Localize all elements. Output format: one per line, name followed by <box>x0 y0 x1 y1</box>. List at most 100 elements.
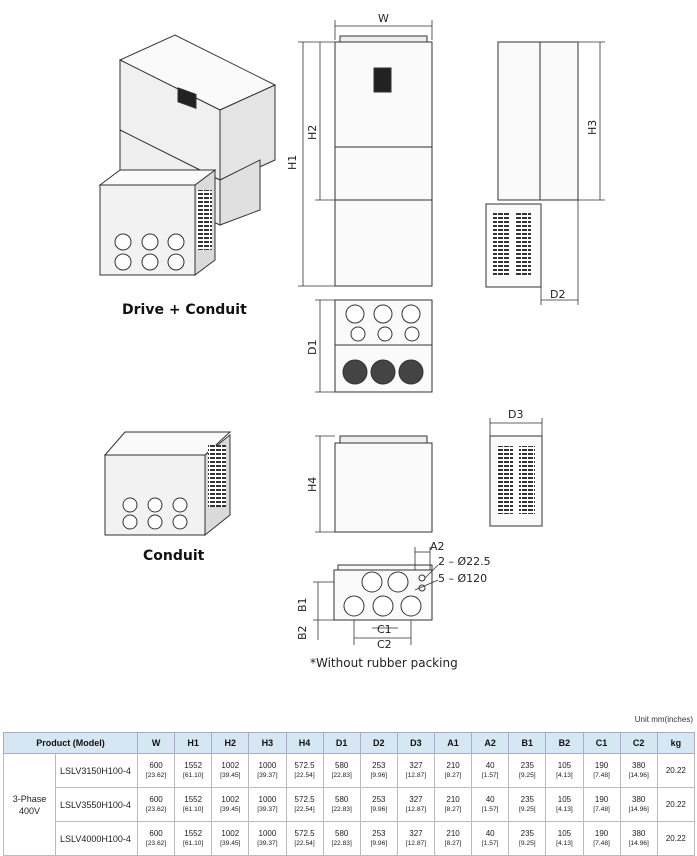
value-inch: [4.13] <box>556 771 573 779</box>
value-inch: [23.62] <box>145 839 167 847</box>
value-mm: 210 <box>446 794 460 804</box>
value-mm: 235 <box>520 794 534 804</box>
value-inch: [8.27] <box>444 839 462 847</box>
col-header: Product (Model) <box>3 732 138 754</box>
value-mm: 190 <box>594 760 609 770</box>
value-inch: [61.10] <box>183 771 204 779</box>
value-inch: [22.83] <box>331 839 352 847</box>
value-cell: 380[14.96] <box>619 787 658 822</box>
value-inch: [9.96] <box>370 805 388 813</box>
value-inch: [1.57] <box>481 771 499 779</box>
value-mm: 327 <box>409 794 423 804</box>
dim-B2: B2 <box>296 625 309 640</box>
value-mm: 327 <box>409 828 423 838</box>
model-cell: LSLV4000H100-4 <box>55 821 138 856</box>
table-header-row: Product (Model) W H1 H2 H3 H4 D1 D2 D3 A… <box>3 732 696 754</box>
value-mm: 235 <box>520 828 534 838</box>
value-cell: 600[23.62] <box>136 787 176 822</box>
phase-cell: 3-Phase 400V <box>3 753 56 856</box>
caption-without-rubber: *Without rubber packing <box>310 656 458 670</box>
dim-H2: H2 <box>306 125 319 140</box>
value-mm: 1002 <box>221 828 240 838</box>
value-cell: 40[1.57] <box>471 787 510 822</box>
value-inch: [39.45] <box>220 805 241 813</box>
value-mm: 1000 <box>258 760 277 770</box>
value-mm: 105 <box>557 828 572 838</box>
value-cell: 327[12.87] <box>396 787 436 822</box>
value-mm: 600 <box>149 828 163 838</box>
value-cell: 1000[39.37] <box>248 821 287 856</box>
value-inch: [61.10] <box>183 839 204 847</box>
value-inch: [8.27] <box>444 771 462 779</box>
value-mm: 1552 <box>184 760 203 770</box>
value-mm: 40 <box>485 828 495 838</box>
col-header: D2 <box>359 732 398 754</box>
value-inch: [23.62] <box>145 805 167 813</box>
value-inch: [12.87] <box>405 805 427 813</box>
value-inch: [9.25] <box>518 771 536 779</box>
value-cell: 1000[39.37] <box>248 753 287 788</box>
dim-H4: H4 <box>306 477 319 492</box>
col-header: A2 <box>471 732 510 754</box>
col-header: W <box>136 732 176 754</box>
value-cell: 327[12.87] <box>396 753 436 788</box>
dim-C1: C1 <box>377 623 392 636</box>
isometric-conduit <box>103 431 232 537</box>
dim-hole-small: 2 – Ø22.5 <box>438 555 491 568</box>
value-cell: 580[22.83] <box>322 821 361 856</box>
value-cell: 105[4.13] <box>545 753 584 788</box>
unit-label: Unit mm(inches) <box>634 715 693 724</box>
model-cell: LSLV3550H100-4 <box>55 787 138 822</box>
value-mm: 1000 <box>258 828 277 838</box>
value-cell: 210[8.27] <box>433 821 473 856</box>
conduit-front-view <box>334 435 433 533</box>
value-cell: 380[14.96] <box>619 753 658 788</box>
value-inch: [9.96] <box>370 771 388 779</box>
conduit-plate-view <box>333 564 433 621</box>
value-mm: 235 <box>520 760 534 770</box>
value-inch: [39.37] <box>257 805 278 813</box>
value-cell: 40[1.57] <box>471 821 510 856</box>
dim-D2: D2 <box>550 288 565 301</box>
value-cell: 572.5[22.54] <box>285 753 324 788</box>
value-mm: 580 <box>335 760 349 770</box>
col-header: A1 <box>433 732 473 754</box>
spec-table: Product (Model) W H1 H2 H3 H4 D1 D2 D3 A… <box>3 732 696 856</box>
value-cell: 1002[39.45] <box>211 787 250 822</box>
value-cell: 1552[61.10] <box>174 787 213 822</box>
value-mm: 253 <box>372 828 386 838</box>
value-cell: 1552[61.10] <box>174 753 213 788</box>
value-cell: 1002[39.45] <box>211 821 250 856</box>
col-header: D1 <box>322 732 361 754</box>
value-mm: 253 <box>372 760 386 770</box>
caption-conduit: Conduit <box>143 548 205 564</box>
value-cell: 580[22.83] <box>322 753 361 788</box>
value-cell: 190[7.48] <box>582 821 621 856</box>
value-cell: 600[23.62] <box>136 753 176 788</box>
value-mm: 1002 <box>221 794 240 804</box>
value-cell: 210[8.27] <box>433 753 473 788</box>
col-header: H2 <box>211 732 250 754</box>
weight-cell: 20.22 <box>656 753 696 788</box>
dim-A2: A2 <box>430 540 445 553</box>
value-inch: [61.10] <box>183 805 204 813</box>
value-mm: 580 <box>335 828 349 838</box>
value-inch: [8.27] <box>444 805 462 813</box>
value-inch: [22.54] <box>294 839 315 847</box>
value-cell: 253[9.96] <box>359 821 398 856</box>
value-inch: [1.57] <box>481 839 499 847</box>
value-mm: 1552 <box>184 794 203 804</box>
value-inch: [22.54] <box>294 771 315 779</box>
value-inch: [39.45] <box>220 839 241 847</box>
value-cell: 600[23.62] <box>136 821 176 856</box>
top-view <box>334 299 433 393</box>
dim-hole-large: 5 – Ø120 <box>438 572 487 585</box>
value-inch: [12.87] <box>405 771 427 779</box>
value-cell: 190[7.48] <box>582 753 621 788</box>
value-mm: 572.5 <box>294 828 315 838</box>
value-mm: 572.5 <box>294 760 315 770</box>
value-mm: 380 <box>632 760 646 770</box>
dim-D3: D3 <box>508 408 523 421</box>
